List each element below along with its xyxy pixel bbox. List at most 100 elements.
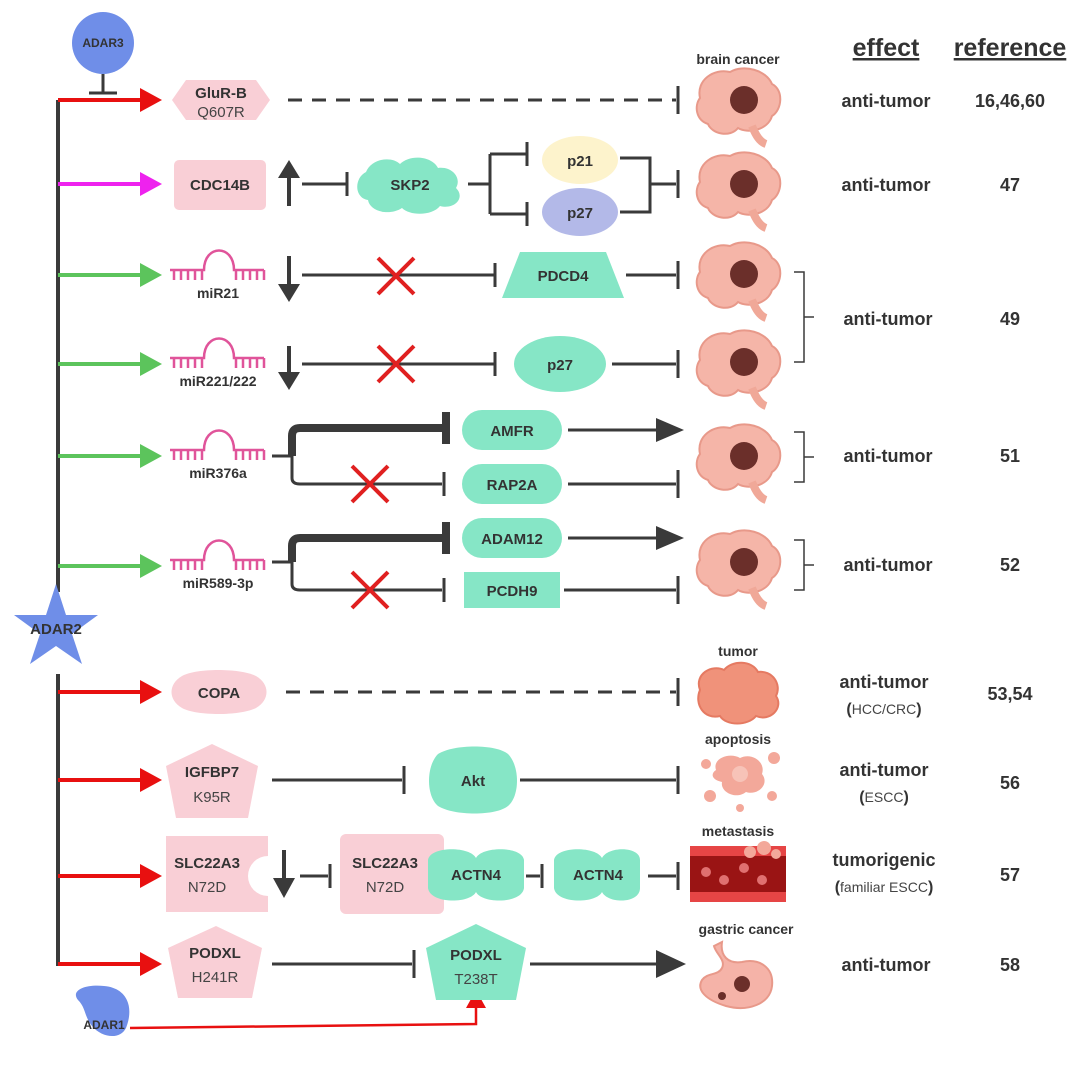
rap2a-name: RAP2A [487, 477, 538, 494]
effect-mir21-group: anti-tumor [844, 309, 933, 329]
pdcd4-node [502, 252, 624, 298]
apoptosis-icon [701, 752, 780, 812]
pcdh9-node [464, 572, 560, 608]
effect-header: effect [853, 34, 920, 62]
effect-column: anti-tumor anti-tumor anti-tumor anti-tu… [832, 91, 935, 975]
row-igfbp7: IGFBP7 K95R Akt [58, 744, 680, 818]
metastasis-outcome: metastasis [690, 823, 786, 902]
effect-igfbp7-note-close: ) [903, 789, 908, 806]
stomach-icon [699, 940, 774, 1009]
row-mir589: miR589-3p ADAM12 PCDH9 [58, 518, 684, 610]
p27-node [542, 188, 618, 236]
row-mir376a: miR376a AMFR RAP2A [58, 410, 684, 504]
p27b-node [514, 336, 606, 392]
brace-mir21-group [794, 271, 814, 363]
mir221-name: miR221/222 [179, 373, 256, 389]
slc22a3-name: SLC22A3 [174, 855, 240, 872]
ref-igfbp7: 56 [1000, 773, 1020, 793]
skp2-name: SKP2 [390, 177, 429, 194]
copa-node [171, 670, 267, 714]
row-copa: COPA [58, 670, 680, 714]
podxl-mutation: H241R [192, 969, 239, 986]
metastasis-label: metastasis [702, 823, 775, 839]
glurb-node [172, 80, 270, 120]
copa-name: COPA [198, 685, 240, 702]
adam12-node [462, 518, 562, 558]
podxl-name: PODXL [189, 945, 241, 962]
slc22a3-mutation: N72D [188, 879, 227, 896]
brain-icon [695, 529, 782, 610]
adam12-name: ADAM12 [481, 531, 543, 548]
effect-slc22a3-note: (familiar ESCC) [835, 879, 934, 896]
effect-igfbp7-note: (ESCC) [859, 789, 909, 806]
actn4a-node [428, 849, 524, 901]
row-mir221: miR221/222 p27 [58, 336, 680, 392]
blood-vessel-icon [690, 841, 786, 902]
mir589-name: miR589-3p [183, 575, 254, 591]
ref-cdc14b: 47 [1000, 175, 1020, 195]
podxl-b-mutation: T238T [454, 971, 497, 988]
podxl-b-name: PODXL [450, 947, 502, 964]
effect-copa: anti-tumor [840, 672, 929, 692]
brain-cancer-label: brain cancer [696, 51, 780, 67]
effect-podxl: anti-tumor [842, 955, 931, 975]
row-slc22a3: SLC22A3 N72D SLC22A3 N72D ACTN4 ACTN4 [58, 834, 680, 914]
adar1-label: ADAR1 [83, 1018, 125, 1032]
cross-icon [350, 464, 390, 504]
effect-cdc14b: anti-tumor [842, 175, 931, 195]
reference-column: 16,46,60 47 49 51 52 53,54 56 57 58 [975, 91, 1045, 975]
actn4b-name: ACTN4 [573, 867, 624, 884]
ref-copa: 53,54 [987, 684, 1032, 704]
ref-mir589: 52 [1000, 555, 1020, 575]
glurb-name: GluR-B [195, 85, 247, 102]
igfbp7-node [166, 744, 258, 818]
effect-mir589: anti-tumor [844, 555, 933, 575]
igfbp7-name: IGFBP7 [185, 764, 239, 781]
effect-copa-note-close: ) [916, 701, 921, 718]
brain-icon [695, 67, 782, 148]
cdc14b-name: CDC14B [190, 177, 250, 194]
mir21-hairpin-icon [170, 249, 266, 280]
brain-icon [695, 241, 782, 322]
slc22a3-b-mutation: N72D [366, 879, 405, 896]
effect-mir376a: anti-tumor [844, 446, 933, 466]
skp2-node [357, 157, 460, 214]
podxl-node [168, 926, 262, 998]
brace-mir589 [794, 539, 814, 591]
brain-icon [695, 151, 782, 232]
amfr-name: AMFR [490, 423, 533, 440]
adar3-label: ADAR3 [82, 36, 124, 50]
brain-icon [695, 329, 782, 410]
effect-igfbp7: anti-tumor [840, 760, 929, 780]
akt-name: Akt [461, 773, 485, 790]
mir221-hairpin-icon [170, 337, 266, 368]
actn4b-node [554, 849, 640, 901]
effect-glurb: anti-tumor [842, 91, 931, 111]
cdc14b-node [174, 160, 266, 210]
row-mir21: miR21 PDCD4 [58, 249, 680, 302]
tumor-outcome: tumor [697, 643, 780, 725]
apoptosis-label: apoptosis [705, 731, 771, 747]
effect-copa-note-text: HCC/CRC [852, 701, 917, 717]
adar3-enzyme: ADAR3 [72, 12, 134, 95]
tumor-icon [697, 661, 780, 725]
effect-copa-note-open: ( [846, 701, 852, 718]
effect-slc22a3-note-open: ( [835, 879, 841, 896]
effect-igfbp7-note-open: ( [859, 789, 865, 806]
effect-slc22a3: tumorigenic [832, 850, 935, 870]
p21-node [542, 136, 618, 184]
podxl-b-node [426, 924, 526, 1000]
slc22a3-node [166, 836, 268, 912]
mir21-name: miR21 [197, 285, 239, 301]
amfr-node [462, 410, 562, 450]
akt-node [429, 746, 517, 814]
cross-icon [376, 256, 416, 296]
cross-icon [376, 344, 416, 384]
actn4a-name: ACTN4 [451, 867, 502, 884]
brace-mir376a [794, 431, 814, 483]
reference-header: reference [954, 34, 1067, 62]
tumor-label: tumor [718, 643, 758, 659]
p21-name: p21 [567, 153, 593, 170]
row-cdc14b: CDC14B SKP2 p21 p27 [58, 136, 680, 236]
